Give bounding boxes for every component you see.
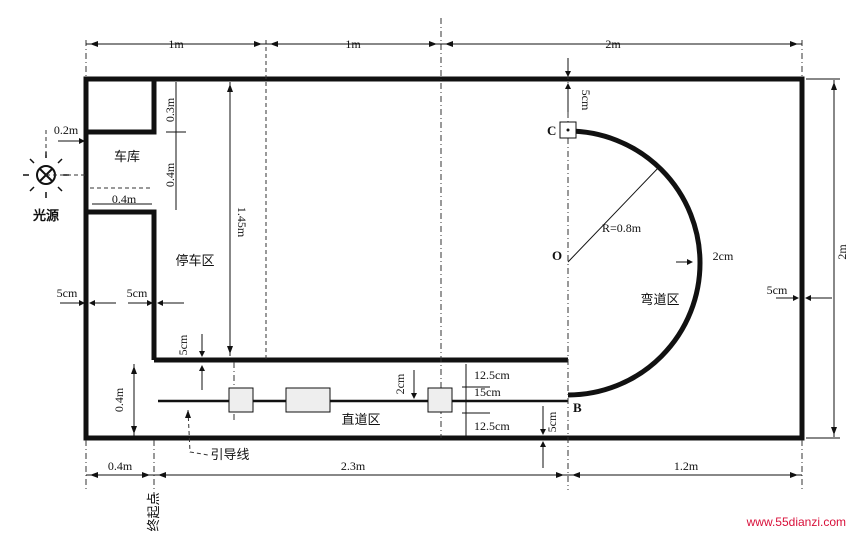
lane-15cm: 15cm bbox=[474, 385, 501, 399]
bottom-dim-1: 0.4m bbox=[108, 459, 133, 473]
top-dim-3: 2m bbox=[605, 37, 621, 51]
parking-area-label: 停车区 bbox=[175, 253, 214, 269]
top-dim-1: 1m bbox=[168, 37, 184, 51]
light-source-label: 光源 bbox=[32, 208, 59, 224]
right-5cm: 5cm bbox=[767, 283, 788, 297]
garage-width-dim: 0.4m bbox=[112, 192, 137, 206]
garage-label: 车库 bbox=[114, 149, 140, 165]
radius-line bbox=[567, 165, 661, 263]
bottom-dim-2: 2.3m bbox=[341, 459, 366, 473]
top-dim-2: 1m bbox=[345, 37, 361, 51]
watermark: www.55dianzi.com bbox=[746, 515, 846, 529]
curve-2cm: 2cm bbox=[713, 249, 734, 263]
radius-label: R=0.8m bbox=[602, 221, 642, 235]
parking-height-dim: 1.45m bbox=[235, 207, 249, 238]
curve-area-label: 弯道区 bbox=[640, 292, 679, 308]
right-dim-2m: 2m bbox=[835, 244, 849, 260]
obstacle-3 bbox=[427, 387, 453, 413]
outer-boundary bbox=[83, 76, 805, 441]
obstacle-1 bbox=[228, 387, 254, 413]
point-b-label: B bbox=[573, 400, 582, 415]
start-line-label: 终起点 bbox=[146, 492, 162, 531]
garage-height-dim: 0.4m bbox=[163, 162, 177, 187]
park-gap-5cm: 5cm bbox=[176, 334, 190, 355]
bottom-5cm: 5cm bbox=[545, 411, 559, 432]
garage-top-dim: 0.3m bbox=[163, 97, 177, 122]
lane-12-5-top: 12.5cm bbox=[474, 368, 510, 382]
garage-top-wall bbox=[86, 79, 157, 135]
left-wall-5cm: 5cm bbox=[57, 286, 78, 300]
lane-12-5-bot: 12.5cm bbox=[474, 419, 510, 433]
guide-line-label: 引导线 bbox=[210, 448, 249, 463]
bottom-dim-3: 1.2m bbox=[674, 459, 699, 473]
lane-height-dim: 0.4m bbox=[112, 387, 126, 412]
light-offset-dim: 0.2m bbox=[54, 123, 79, 137]
straight-area-label: 直道区 bbox=[341, 413, 380, 428]
point-o-label: O bbox=[552, 248, 562, 263]
curve-track bbox=[567, 128, 703, 398]
obstacle-2 bbox=[285, 387, 331, 413]
inner-wall-5cm: 5cm bbox=[127, 286, 148, 300]
lane-2cm-dim: 2cm bbox=[393, 373, 407, 394]
garage-lower-wall bbox=[86, 209, 157, 360]
point-c-label: C bbox=[547, 123, 556, 138]
top-5cm: 5cm bbox=[579, 90, 593, 111]
